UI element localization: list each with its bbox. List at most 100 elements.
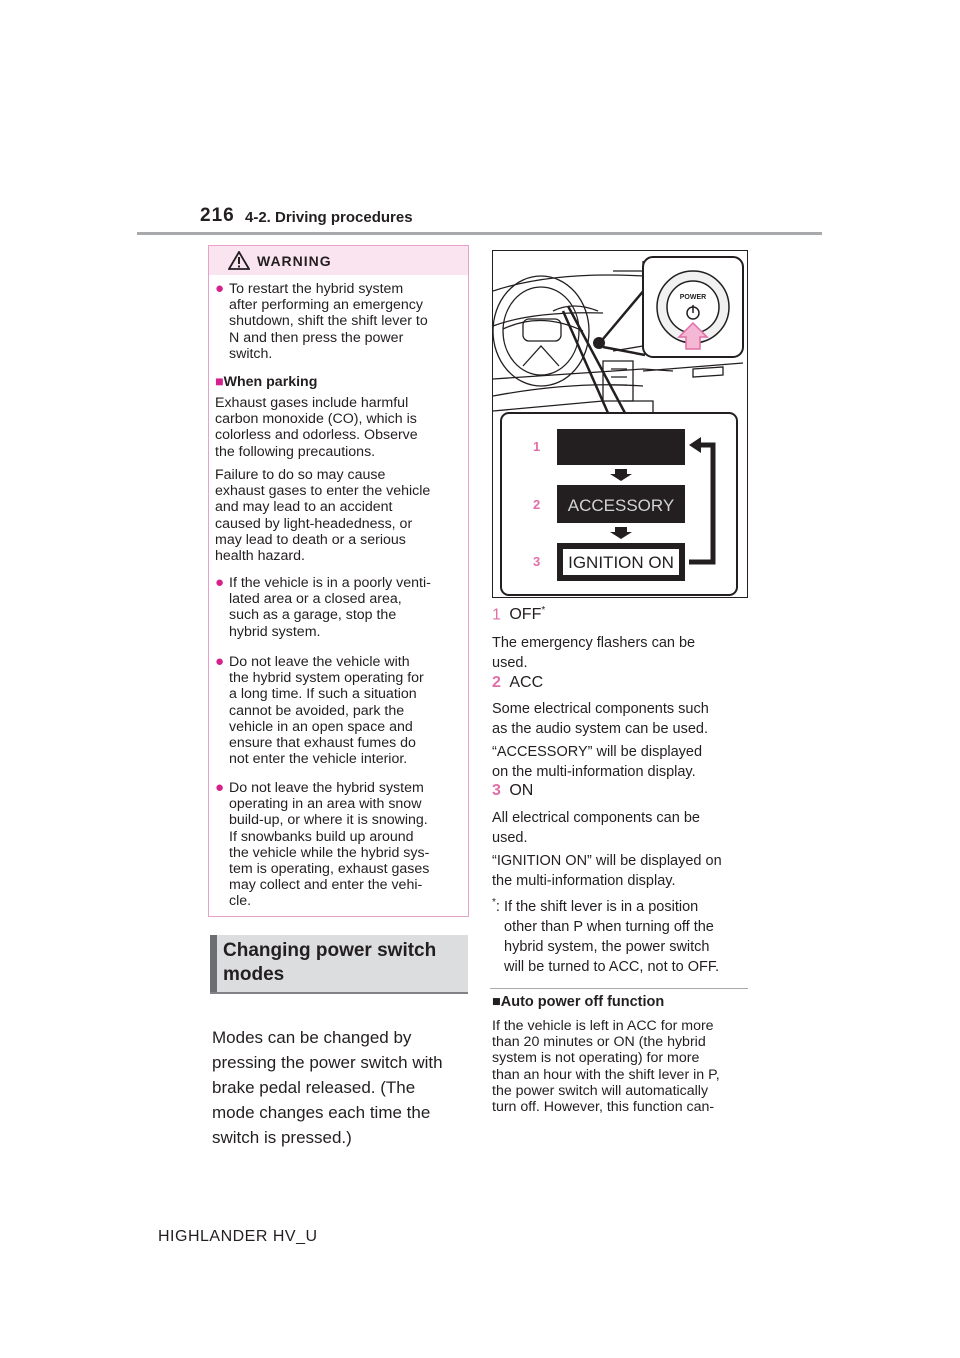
square-bullet-icon: ■ bbox=[215, 374, 224, 390]
text-line: such as a garage, stop the bbox=[229, 607, 397, 624]
bullet-dot-icon: ● bbox=[215, 653, 225, 670]
text-line: brake pedal released. (The bbox=[212, 1078, 416, 1097]
text-line: and may lead to an accident bbox=[215, 499, 393, 516]
step-number: 2 bbox=[533, 497, 540, 512]
text-line: If the vehicle is in a poorly venti- bbox=[229, 575, 431, 591]
bullet-dot-icon: ● bbox=[215, 574, 225, 591]
page-number: 216 bbox=[200, 205, 235, 226]
mode-1-description: The emergency flashers can be used. bbox=[492, 633, 754, 673]
text-line: N and then press the power bbox=[229, 329, 404, 346]
section-heading-rule bbox=[210, 992, 468, 994]
mode-2-heading: 2 ACC bbox=[492, 674, 543, 692]
arrow-left-icon bbox=[689, 437, 701, 453]
text-line: vehicle in an open space and bbox=[229, 718, 413, 735]
bullet-dot-icon: ● bbox=[215, 280, 225, 297]
display-ignition-highlight bbox=[563, 549, 679, 575]
text-line: may lead to death or a serious bbox=[215, 531, 406, 548]
display-accessory-text: ACCESSORY bbox=[568, 496, 674, 515]
when-parking-subhead: ■When parking bbox=[215, 374, 317, 390]
text-line: the power switch will automatically bbox=[492, 1082, 709, 1099]
section-divider bbox=[490, 988, 748, 989]
auto-power-off-text: If the vehicle is left in ACC for more t… bbox=[492, 1018, 754, 1115]
text-line: Do not leave the hybrid system bbox=[229, 780, 424, 796]
square-bullet-icon: ■ bbox=[492, 994, 501, 1010]
text-line: The emergency flashers can be bbox=[492, 635, 696, 651]
text-line: “ACCESSORY” will be displayed bbox=[492, 744, 703, 760]
page-footer: HIGHLANDER HV_U bbox=[158, 1228, 318, 1245]
warning-bullet-2: ● If the vehicle is in a poorly venti- l… bbox=[215, 574, 463, 640]
display-off bbox=[557, 429, 685, 465]
text-line: the following precautions. bbox=[215, 443, 376, 460]
auto-power-off-subhead: ■Auto power off function bbox=[492, 994, 664, 1010]
header-rule bbox=[137, 232, 822, 235]
text-line: the hybrid system operating for bbox=[229, 670, 424, 687]
text-line: build-up, or where it is snowing. bbox=[229, 812, 428, 829]
text-line: hybrid system. bbox=[229, 623, 321, 640]
intro-paragraph: Modes can be changed by pressing the pow… bbox=[212, 1025, 472, 1150]
mode-2-description: Some electrical components such as the a… bbox=[492, 699, 754, 739]
mode-name: OFF bbox=[509, 606, 542, 624]
text-line: hybrid system, the power switch bbox=[504, 938, 710, 955]
footnote: *: If the shift lever is in a position o… bbox=[492, 893, 754, 977]
section-heading: Changing power switch modes bbox=[223, 939, 436, 987]
text-line: Some electrical components such bbox=[492, 701, 709, 717]
text-line: mode changes each time the bbox=[212, 1103, 431, 1122]
mode-name: ACC bbox=[509, 674, 544, 691]
mode-number: 3 bbox=[492, 782, 501, 799]
text-line: not enter the vehicle interior. bbox=[229, 751, 408, 768]
footnote-mark: * bbox=[492, 897, 496, 908]
text-line: used. bbox=[492, 830, 528, 846]
dashboard-illustration: POWER 1 2 3 ACCESSORY IGNITION ON bbox=[493, 256, 744, 596]
text-line: Do not leave the vehicle with bbox=[229, 654, 410, 670]
text-line: on the multi-information display. bbox=[492, 764, 696, 780]
display-ignition-text: IGNITION ON bbox=[568, 553, 674, 572]
text-line: switch is pressed.) bbox=[212, 1128, 352, 1147]
text-line: cannot be avoided, park the bbox=[229, 702, 405, 719]
text-line: tem is operating, exhaust gases bbox=[229, 861, 430, 878]
subhead-label: Auto power off function bbox=[500, 994, 665, 1010]
text-line: operating in an area with snow bbox=[229, 796, 422, 813]
mode-name: ON bbox=[509, 782, 534, 799]
subhead-label: When parking bbox=[223, 374, 318, 390]
text-line: than 20 minutes or ON (the hybrid bbox=[492, 1034, 706, 1051]
warning-paragraph-1: Exhaust gases include harmful carbon mon… bbox=[215, 395, 463, 460]
mode-number: 1 bbox=[492, 606, 501, 624]
warning-box bbox=[208, 245, 469, 917]
warning-title: WARNING bbox=[257, 253, 332, 269]
warning-triangle-icon bbox=[228, 251, 250, 270]
text-line: ensure that exhaust fumes do bbox=[229, 735, 416, 752]
text-line: shutdown, shift the shift lever to bbox=[229, 313, 428, 330]
section-title: 4-2. Driving procedures bbox=[245, 209, 413, 226]
text-line: a long time. If such a situation bbox=[229, 686, 417, 703]
text-line: lated area or a closed area, bbox=[229, 591, 402, 608]
text-line: pressing the power switch with bbox=[212, 1053, 443, 1072]
step-number: 1 bbox=[533, 439, 540, 454]
text-line: health hazard. bbox=[215, 548, 305, 565]
text-line: the vehicle while the hybrid sys- bbox=[229, 844, 430, 861]
section-heading-box bbox=[210, 935, 468, 993]
text-line: than an hour with the shift lever in P, bbox=[492, 1066, 720, 1083]
text-line: If snowbanks build up around bbox=[229, 828, 414, 845]
text-line: other than P when turning off the bbox=[504, 918, 714, 935]
text-line: exhaust gases to enter the vehicle bbox=[215, 483, 431, 500]
text-line: Modes can be changed by bbox=[212, 1028, 412, 1047]
mode-1-heading: 1 OFF* bbox=[492, 605, 545, 624]
text-line: Exhaust gases include harmful bbox=[215, 395, 409, 411]
power-switch-figure: POWER 1 2 3 ACCESSORY IGNITION ON bbox=[492, 250, 748, 598]
arrow-down-icon bbox=[610, 527, 632, 539]
mode-2-display-note: “ACCESSORY” will be displayed on the mul… bbox=[492, 742, 754, 782]
warning-paragraph-2: Failure to do so may cause exhaust gases… bbox=[215, 467, 463, 564]
text-line: after performing an emergency bbox=[229, 297, 423, 314]
text-line: the multi-information display. bbox=[492, 873, 676, 889]
mode-3-display-note: “IGNITION ON” will be displayed on the m… bbox=[492, 851, 754, 891]
text-line: Failure to do so may cause bbox=[215, 467, 386, 483]
text-line: turn off. However, this function can- bbox=[492, 1099, 715, 1116]
warning-bullet-4: ● Do not leave the hybrid system operati… bbox=[215, 779, 463, 910]
bullet-dot-icon: ● bbox=[215, 779, 225, 796]
text-line: caused by light-headedness, or bbox=[215, 515, 413, 532]
text-line: If the vehicle is left in ACC for more bbox=[492, 1018, 714, 1034]
warning-bullet-3: ● Do not leave the vehicle with the hybr… bbox=[215, 653, 463, 768]
text-line: switch. bbox=[229, 345, 273, 362]
text-line: : If the shift lever is in a position bbox=[495, 898, 699, 915]
text-line: “IGNITION ON” will be displayed on bbox=[492, 853, 722, 869]
